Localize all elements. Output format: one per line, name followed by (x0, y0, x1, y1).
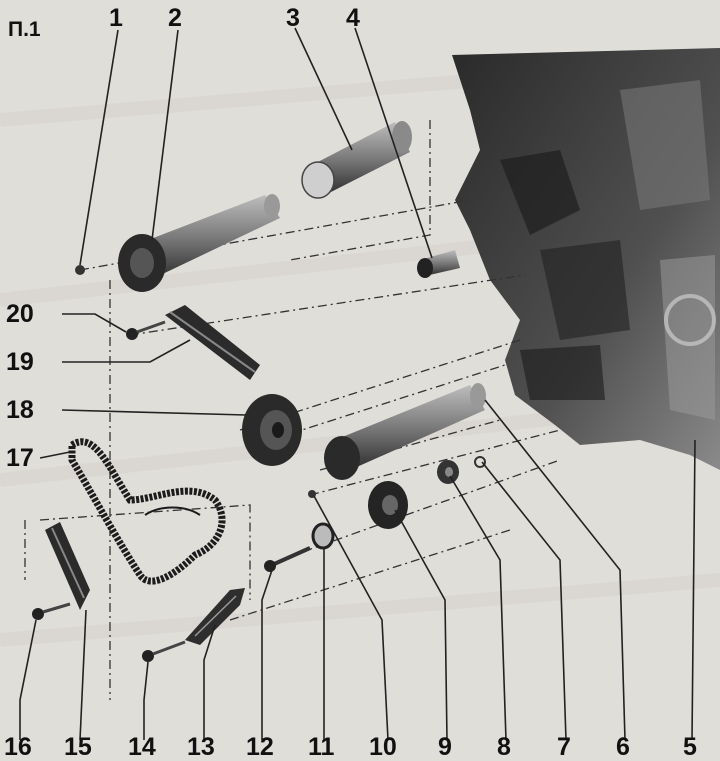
callout-9: 9 (438, 733, 452, 761)
part-7-washer (474, 456, 486, 468)
part-3-sleeve (301, 121, 412, 199)
callout-numbers: 1 2 3 4 5 6 7 8 9 10 11 12 13 14 15 16 1… (4, 4, 697, 761)
callout-15: 15 (64, 733, 92, 761)
callout-8: 8 (497, 733, 511, 761)
callout-5: 5 (683, 733, 697, 761)
figure-label: П.1 (8, 18, 41, 41)
callout-16: 16 (4, 733, 32, 761)
part-12-bolt (264, 546, 311, 572)
callout-14: 14 (128, 733, 156, 761)
part-19-guide-rail (165, 305, 260, 380)
callout-2: 2 (168, 4, 182, 32)
part-1-bolt (75, 265, 85, 275)
part-14-bolt (142, 640, 186, 662)
callout-1: 1 (109, 4, 123, 32)
callout-10: 10 (369, 733, 397, 761)
part-8-nut (437, 460, 459, 484)
callout-18: 18 (6, 396, 34, 424)
callout-4: 4 (346, 4, 360, 32)
part-17-chain (68, 438, 226, 585)
callout-3: 3 (286, 4, 300, 32)
part-16-bolt (32, 602, 71, 620)
callout-6: 6 (616, 733, 630, 761)
callout-7: 7 (557, 733, 571, 761)
part-4-plug (417, 250, 460, 278)
engine-block (452, 48, 720, 470)
callout-17: 17 (6, 444, 34, 472)
part-11-washer (311, 522, 335, 550)
leader-lines (19, 27, 696, 741)
callout-20: 20 (6, 300, 34, 328)
part-18-sprocket (242, 394, 302, 466)
part-2-tensioner (118, 194, 280, 292)
callout-13: 13 (187, 733, 215, 761)
part-15-guide (45, 522, 90, 610)
callout-19: 19 (6, 348, 34, 376)
part-6-tensioner-piston (324, 383, 486, 480)
part-20-bolt (126, 320, 166, 340)
callout-12: 12 (246, 733, 274, 761)
callout-11: 11 (308, 733, 335, 761)
part-13-tensioner-arm (185, 588, 245, 645)
